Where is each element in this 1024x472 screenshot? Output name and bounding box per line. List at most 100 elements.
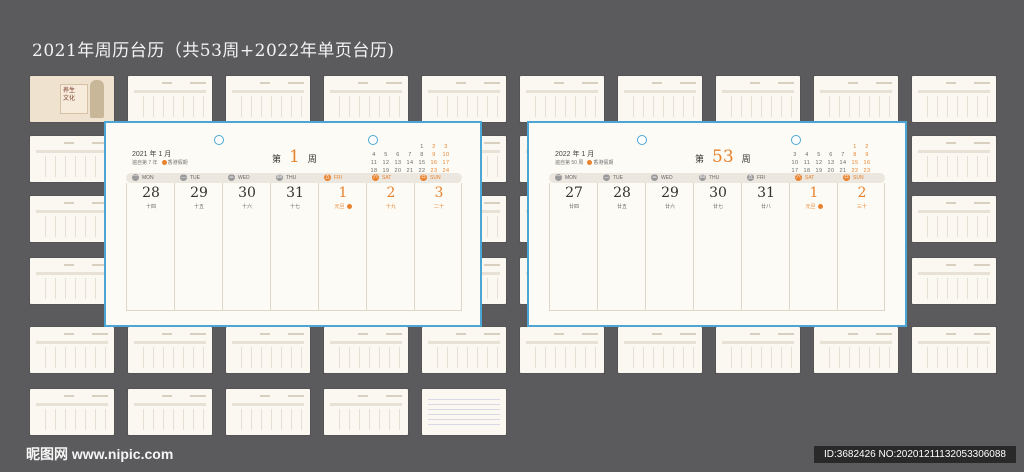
holiday-dot-icon xyxy=(346,204,352,210)
day-number: 27 xyxy=(565,185,583,201)
week-page-thumbnail xyxy=(618,327,702,373)
weekday-badge-icon: 三 xyxy=(228,174,235,182)
day-number: 28 xyxy=(142,185,160,201)
lunar-date: 廿五 xyxy=(616,204,627,210)
year-page-thumbnail xyxy=(422,389,506,435)
week-page-thumbnail xyxy=(912,327,996,373)
holiday-legend: 遍自第 50 周香港假期 xyxy=(555,160,614,166)
day-cell: 29 廿六 xyxy=(645,183,694,310)
weekday-badge-icon: 日 xyxy=(843,174,850,182)
week-page-thumbnail xyxy=(30,136,114,182)
day-cell: 31 十七 xyxy=(270,183,319,310)
day-number: 30 xyxy=(709,185,727,201)
weekday-badge-icon: 日 xyxy=(420,174,427,182)
week-page-thumbnail xyxy=(324,389,408,435)
week-page-thumbnail xyxy=(30,327,114,373)
week-page-thumbnail xyxy=(520,327,604,373)
day-cell: 27 廿四 xyxy=(549,183,598,310)
binding-ring xyxy=(214,135,224,145)
binding-ring xyxy=(637,135,647,145)
holiday-dot-icon xyxy=(161,160,167,166)
week-page-thumbnail xyxy=(128,327,212,373)
week-page-thumbnail xyxy=(30,389,114,435)
weekday-badge-icon: 一 xyxy=(555,174,562,182)
day-number: 3 xyxy=(434,185,444,201)
week-page-thumbnail xyxy=(422,76,506,122)
weekday-badge-icon: 四 xyxy=(699,174,706,182)
week-page-thumbnail xyxy=(716,76,800,122)
day-number: 31 xyxy=(757,185,775,201)
week-page-thumbnail xyxy=(128,76,212,122)
day-number: 2 xyxy=(857,185,867,201)
week-page-thumbnail xyxy=(226,327,310,373)
day-cell: 28 廿五 xyxy=(597,183,646,310)
week-page-thumbnail xyxy=(226,389,310,435)
weekday-badge-icon: 三 xyxy=(651,174,658,182)
weekday-badge-icon: 二 xyxy=(603,174,610,182)
day-number: 29 xyxy=(661,185,679,201)
week-page-thumbnail xyxy=(912,136,996,182)
day-cell: 28 十四 xyxy=(126,183,175,310)
cover-text: 养生文化 xyxy=(63,87,76,102)
day-number: 30 xyxy=(238,185,256,201)
lunar-date: 十七 xyxy=(289,204,300,210)
day-cell: 30 廿七 xyxy=(693,183,742,310)
day-number: 1 xyxy=(809,185,819,201)
lunar-date: 十九 xyxy=(385,204,396,210)
day-number: 2 xyxy=(386,185,396,201)
holiday-dot-icon xyxy=(817,204,823,210)
week-page-thumbnail xyxy=(324,76,408,122)
lunar-date: 十四 xyxy=(145,204,156,210)
week-page-thumbnail xyxy=(912,76,996,122)
year-month-label: 2022 年 1 月 xyxy=(555,151,595,158)
lunar-date: 二十 xyxy=(433,204,444,210)
week-page-thumbnail xyxy=(226,76,310,122)
week-page-thumbnail xyxy=(618,76,702,122)
week-page-thumbnail xyxy=(128,389,212,435)
week-page-thumbnail xyxy=(520,76,604,122)
day-number: 28 xyxy=(613,185,631,201)
holiday-legend: 遍自第 7 年香港假期 xyxy=(132,160,188,166)
day-cell: 30 十六 xyxy=(222,183,271,310)
week-page-thumbnail xyxy=(912,258,996,304)
weekday-badge-icon: 六 xyxy=(372,174,379,182)
lunar-date: 十六 xyxy=(241,204,252,210)
week-page-thumbnail xyxy=(324,327,408,373)
weekday-badge-icon: 二 xyxy=(180,174,187,182)
page-title: 2021年周历台历（共53周+2022年单页台历) xyxy=(32,41,395,61)
lunar-date: 廿七 xyxy=(712,204,723,210)
lunar-date: 廿四 xyxy=(568,204,579,210)
lunar-date: 十五 xyxy=(193,204,204,210)
watermark-site: 昵图网 www.nipic.com xyxy=(26,446,174,462)
binding-ring xyxy=(368,135,378,145)
day-cell: 3 二十 xyxy=(414,183,463,310)
day-number: 31 xyxy=(286,185,304,201)
week-page-thumbnail xyxy=(814,76,898,122)
lunar-date: 廿六 xyxy=(664,204,675,210)
week-page-thumbnail xyxy=(814,327,898,373)
